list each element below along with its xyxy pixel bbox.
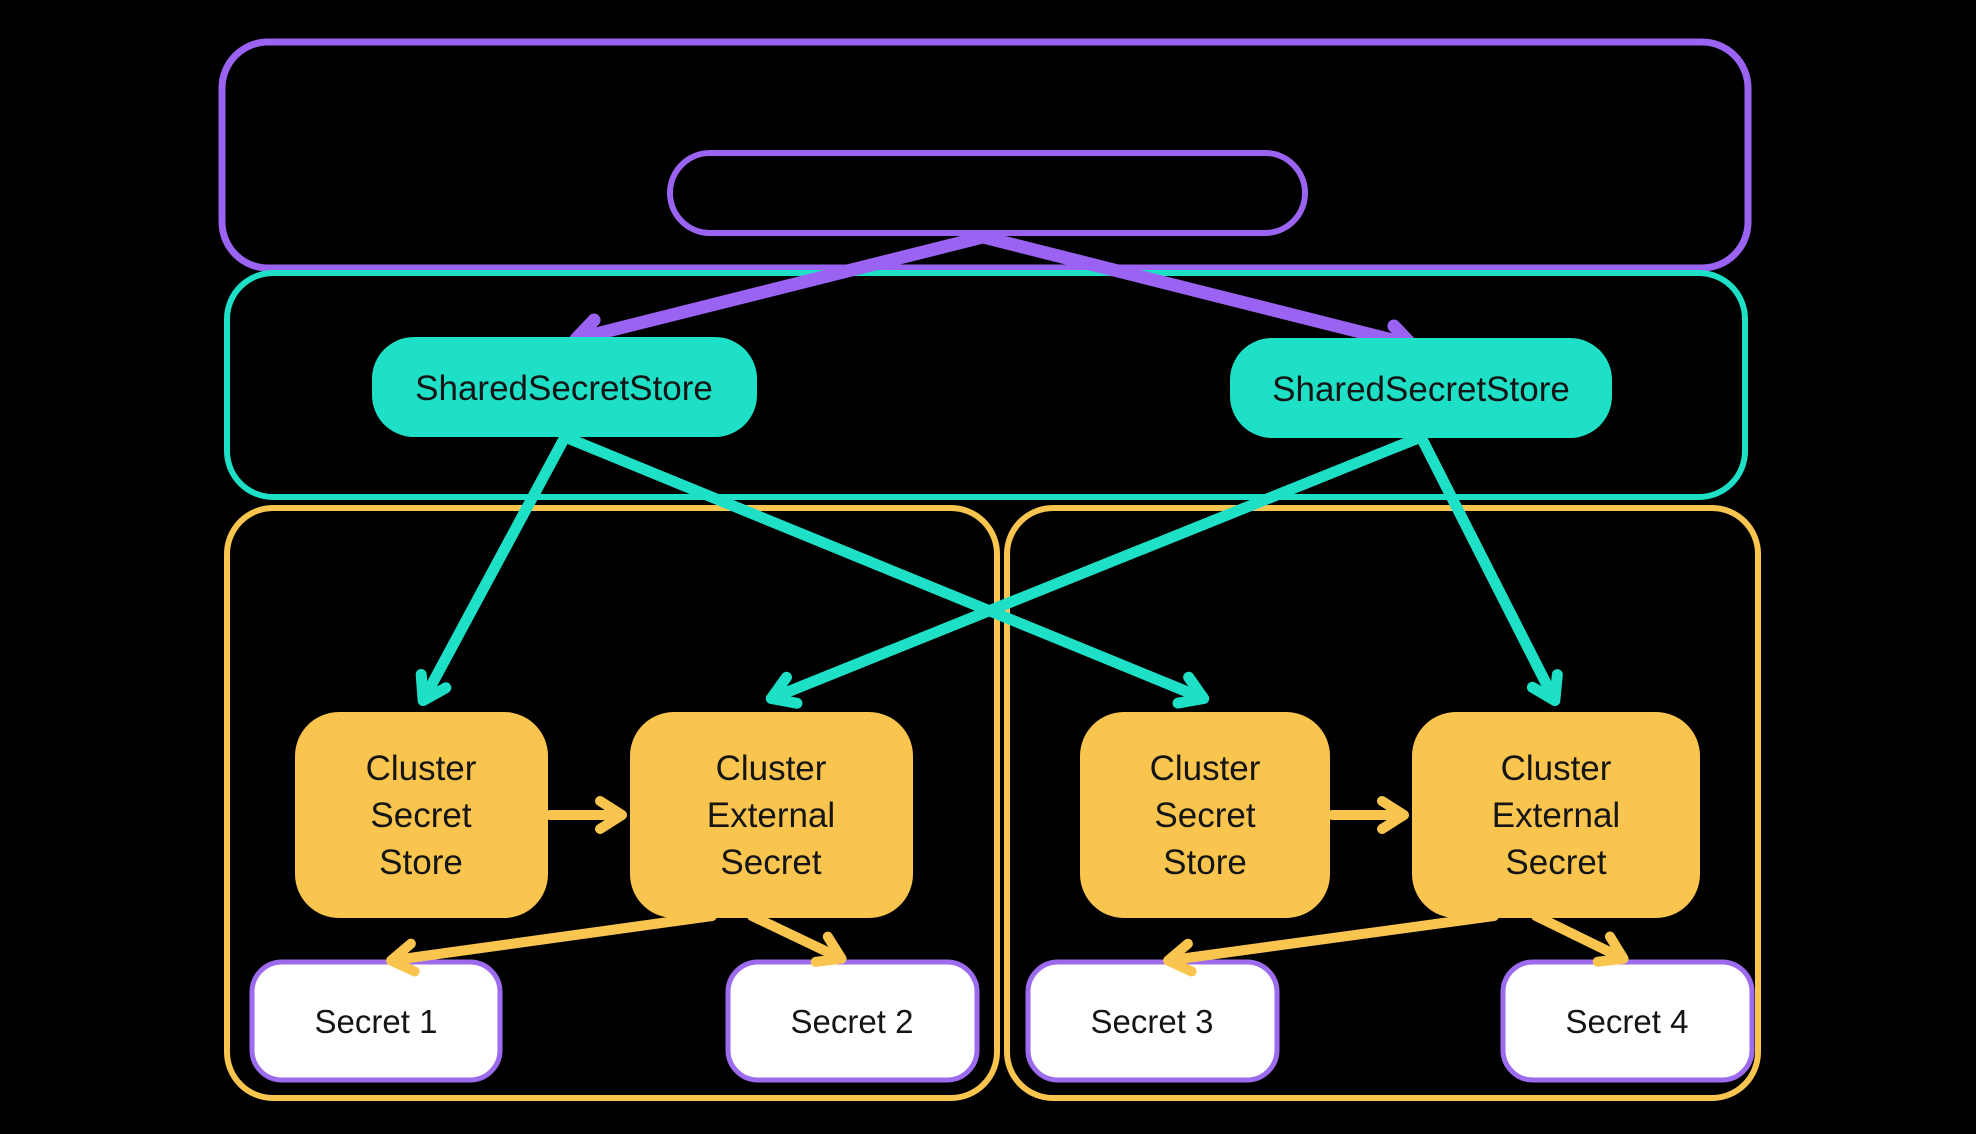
left-cluster-secret-store-line2: Secret: [370, 796, 471, 835]
arrow-source-to-right-shared-store: [976, 230, 1419, 360]
right-cluster-external-secret-line3: Secret: [1505, 843, 1606, 882]
shared-secret-store-right-label: SharedSecretStore: [1272, 370, 1570, 409]
secret-2-label: Secret 2: [791, 1003, 914, 1040]
secret-3-box: [1025, 959, 1280, 1083]
secret-3-label: Secret 3: [1091, 1003, 1214, 1040]
left-cluster-external-secret-line3: Secret: [720, 843, 821, 882]
shared-secret-store-left-label: SharedSecretStore: [415, 369, 713, 408]
shared-secret-store-left: [372, 337, 757, 437]
right-cluster-external-secret-box: [1412, 712, 1700, 918]
arrow-right-ces-to-secret-3: [1163, 911, 1499, 977]
management-source-pill: [667, 150, 1308, 236]
shared-secret-store-band: [224, 270, 1748, 500]
secret-1-box: [249, 959, 503, 1083]
right-cluster-secret-store-line1: Cluster: [1150, 749, 1261, 788]
arrow-source-to-left-shared-store: [569, 230, 990, 354]
right-cluster-secret-store-box: [1080, 712, 1330, 918]
left-cluster-external-secret-box: [630, 712, 913, 918]
shared-secret-store-right: [1230, 338, 1612, 438]
right-cluster-secret-store-line2: Secret: [1154, 796, 1255, 835]
secret-1-label: Secret 1: [315, 1003, 438, 1040]
secret-4-label: Secret 4: [1566, 1003, 1689, 1040]
left-cluster-external-secret-line1: Cluster: [716, 749, 827, 788]
arrow-left-ces-to-secret-2: [747, 911, 847, 967]
secret-2-box: [725, 959, 980, 1083]
arrow-right-store-to-left-cluster-external-secret: [765, 431, 1427, 709]
right-cluster-external-secret-line1: Cluster: [1501, 749, 1612, 788]
right-cluster-secret-store-line3: Store: [1163, 843, 1247, 882]
arrow-left-store-to-right-cluster-secret-store: [559, 431, 1210, 709]
left-cluster-secret-store-line1: Cluster: [366, 749, 477, 788]
left-cluster-secret-store-line3: Store: [379, 843, 463, 882]
right-cluster-external-secret-line2: External: [1492, 796, 1620, 835]
arrow-right-ces-to-secret-4: [1531, 911, 1629, 967]
management-cluster-container: [218, 38, 1752, 272]
left-cluster-secret-store-box: [295, 712, 548, 918]
arrow-left-ces-to-secret-1: [386, 911, 717, 977]
workload-cluster-1-container: [224, 505, 1000, 1101]
arrow-right-store-to-right-cluster-external-secret: [1415, 431, 1563, 707]
left-cluster-external-secret-line2: External: [707, 796, 835, 835]
arrow-left-store-to-left-cluster-secret-store: [415, 431, 571, 707]
workload-cluster-2-container: [1004, 505, 1761, 1101]
